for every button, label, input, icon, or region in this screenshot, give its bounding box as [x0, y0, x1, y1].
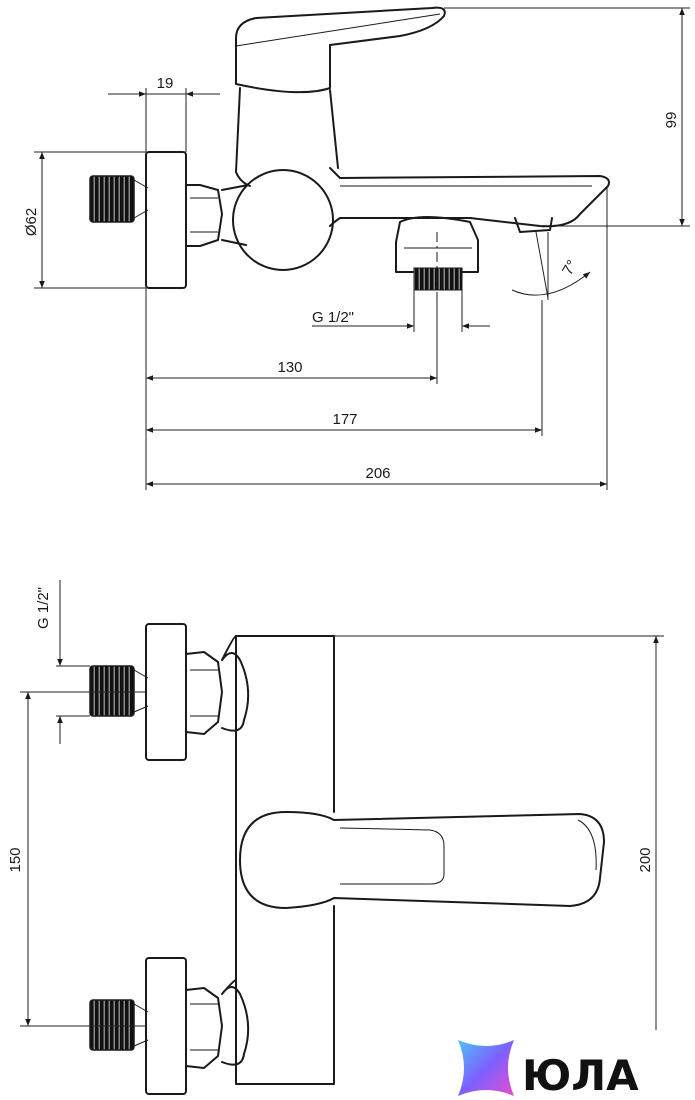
- dim-130-label: 130: [277, 359, 302, 376]
- dim-thread-label: G 1/2": [312, 309, 354, 326]
- lever-handle: [235, 6, 446, 94]
- dim-diameter-label: Ø62: [23, 208, 40, 236]
- lower-hex-nut: [185, 987, 223, 1069]
- dim-206-label: 206: [365, 465, 390, 482]
- front-dim-thread-label: G 1/2": [35, 587, 52, 629]
- dim-19-label: 19: [157, 75, 174, 92]
- hex-nut: [185, 184, 223, 247]
- brand-logo: ЮЛА: [458, 1040, 639, 1100]
- side-view: [89, 6, 610, 300]
- upper-hex-nut: [185, 651, 223, 735]
- upper-flange: [145, 623, 187, 761]
- spout: [329, 167, 610, 228]
- dim-angle-label: 7°: [559, 257, 581, 278]
- outlet-thread: [413, 267, 463, 291]
- upper-inlet-thread: [89, 665, 135, 717]
- front-dimensions: G 1/2" 150 200: [7, 580, 664, 1030]
- brand-star-icon: [458, 1040, 514, 1096]
- dim-177-label: 177: [332, 411, 357, 428]
- lower-flange: [145, 957, 187, 1095]
- inlet-thread: [89, 175, 135, 223]
- front-lever-handle: [239, 811, 605, 909]
- lower-inlet-thread: [89, 999, 135, 1051]
- mixer-body-front: [235, 635, 335, 1085]
- side-dimensions: 19 Ø62 99 G 1/2" 7° 130 177: [23, 7, 690, 490]
- brand-name: ЮЛА: [522, 1051, 639, 1100]
- diverter-outlet: [395, 216, 479, 273]
- front-view: [89, 623, 605, 1095]
- dim-200-label: 200: [637, 847, 654, 872]
- wall-flange: [145, 151, 187, 289]
- mixer-body-round: [232, 169, 334, 271]
- dim-150-label: 150: [7, 847, 24, 872]
- dim-99-label: 99: [663, 112, 680, 129]
